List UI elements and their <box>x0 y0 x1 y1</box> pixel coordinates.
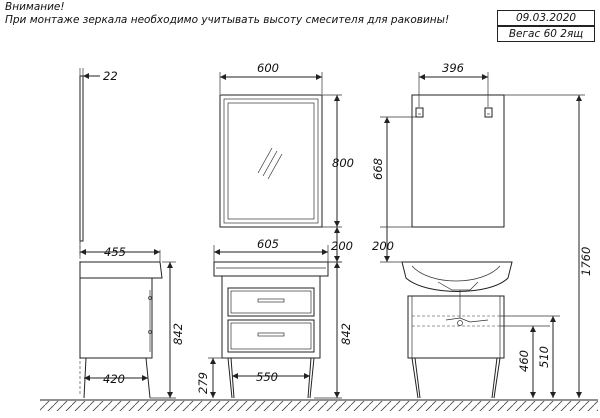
drawer-top <box>227 287 315 317</box>
side-view <box>79 68 176 399</box>
sink-side <box>79 261 163 279</box>
drawer-bottom <box>227 319 315 353</box>
dim-mount-drop: 668 <box>371 158 385 180</box>
dim-legs-height: 279 <box>196 372 210 394</box>
dim-legs-width: 550 <box>256 370 278 384</box>
front-view <box>208 72 342 399</box>
mount-bracket-right <box>484 107 493 118</box>
mount-bracket-left <box>415 107 424 118</box>
basin-back <box>401 261 513 292</box>
sink-front <box>213 261 329 277</box>
floor <box>40 399 598 411</box>
dim-mirror-height: 800 <box>332 156 354 170</box>
dim-mount-spacing: 396 <box>442 61 464 75</box>
drawer-top-handle <box>257 298 285 303</box>
dim-cabinet-height-side: 842 <box>171 323 185 345</box>
dim-gap-front: 200 <box>331 239 353 253</box>
dim-mirror-width: 600 <box>257 61 279 75</box>
cabinet-back-frame <box>407 295 505 359</box>
mirror-front <box>219 94 323 228</box>
mounting-view <box>380 72 585 399</box>
mirror-back <box>411 94 505 228</box>
dim-mirror-top-height: 1760 <box>579 247 593 276</box>
dim-cabinet-depth: 455 <box>104 245 126 259</box>
dim-legs-depth: 420 <box>103 372 125 386</box>
cabinet-side <box>79 277 153 359</box>
dim-drain-height-2: 510 <box>537 346 551 368</box>
cabinet-front <box>221 275 321 359</box>
attention-note: Внимание! <box>5 1 65 13</box>
mounting-note: При монтаже зеркала необходимо учитывать… <box>5 14 450 26</box>
drain-outlet <box>457 320 463 326</box>
dim-cabinet-height-front: 842 <box>339 323 353 345</box>
dim-gap-side: 200 <box>372 239 394 253</box>
mirror-side-profile <box>79 75 84 242</box>
dim-drain-height-1: 460 <box>517 350 531 372</box>
dim-mirror-depth: 22 <box>103 69 118 83</box>
model-box: Вегас 60 2ящ <box>497 26 595 42</box>
dim-cabinet-width: 605 <box>257 237 279 251</box>
date-box: 09.03.2020 <box>497 10 595 26</box>
drawer-bottom-handle <box>257 332 285 337</box>
